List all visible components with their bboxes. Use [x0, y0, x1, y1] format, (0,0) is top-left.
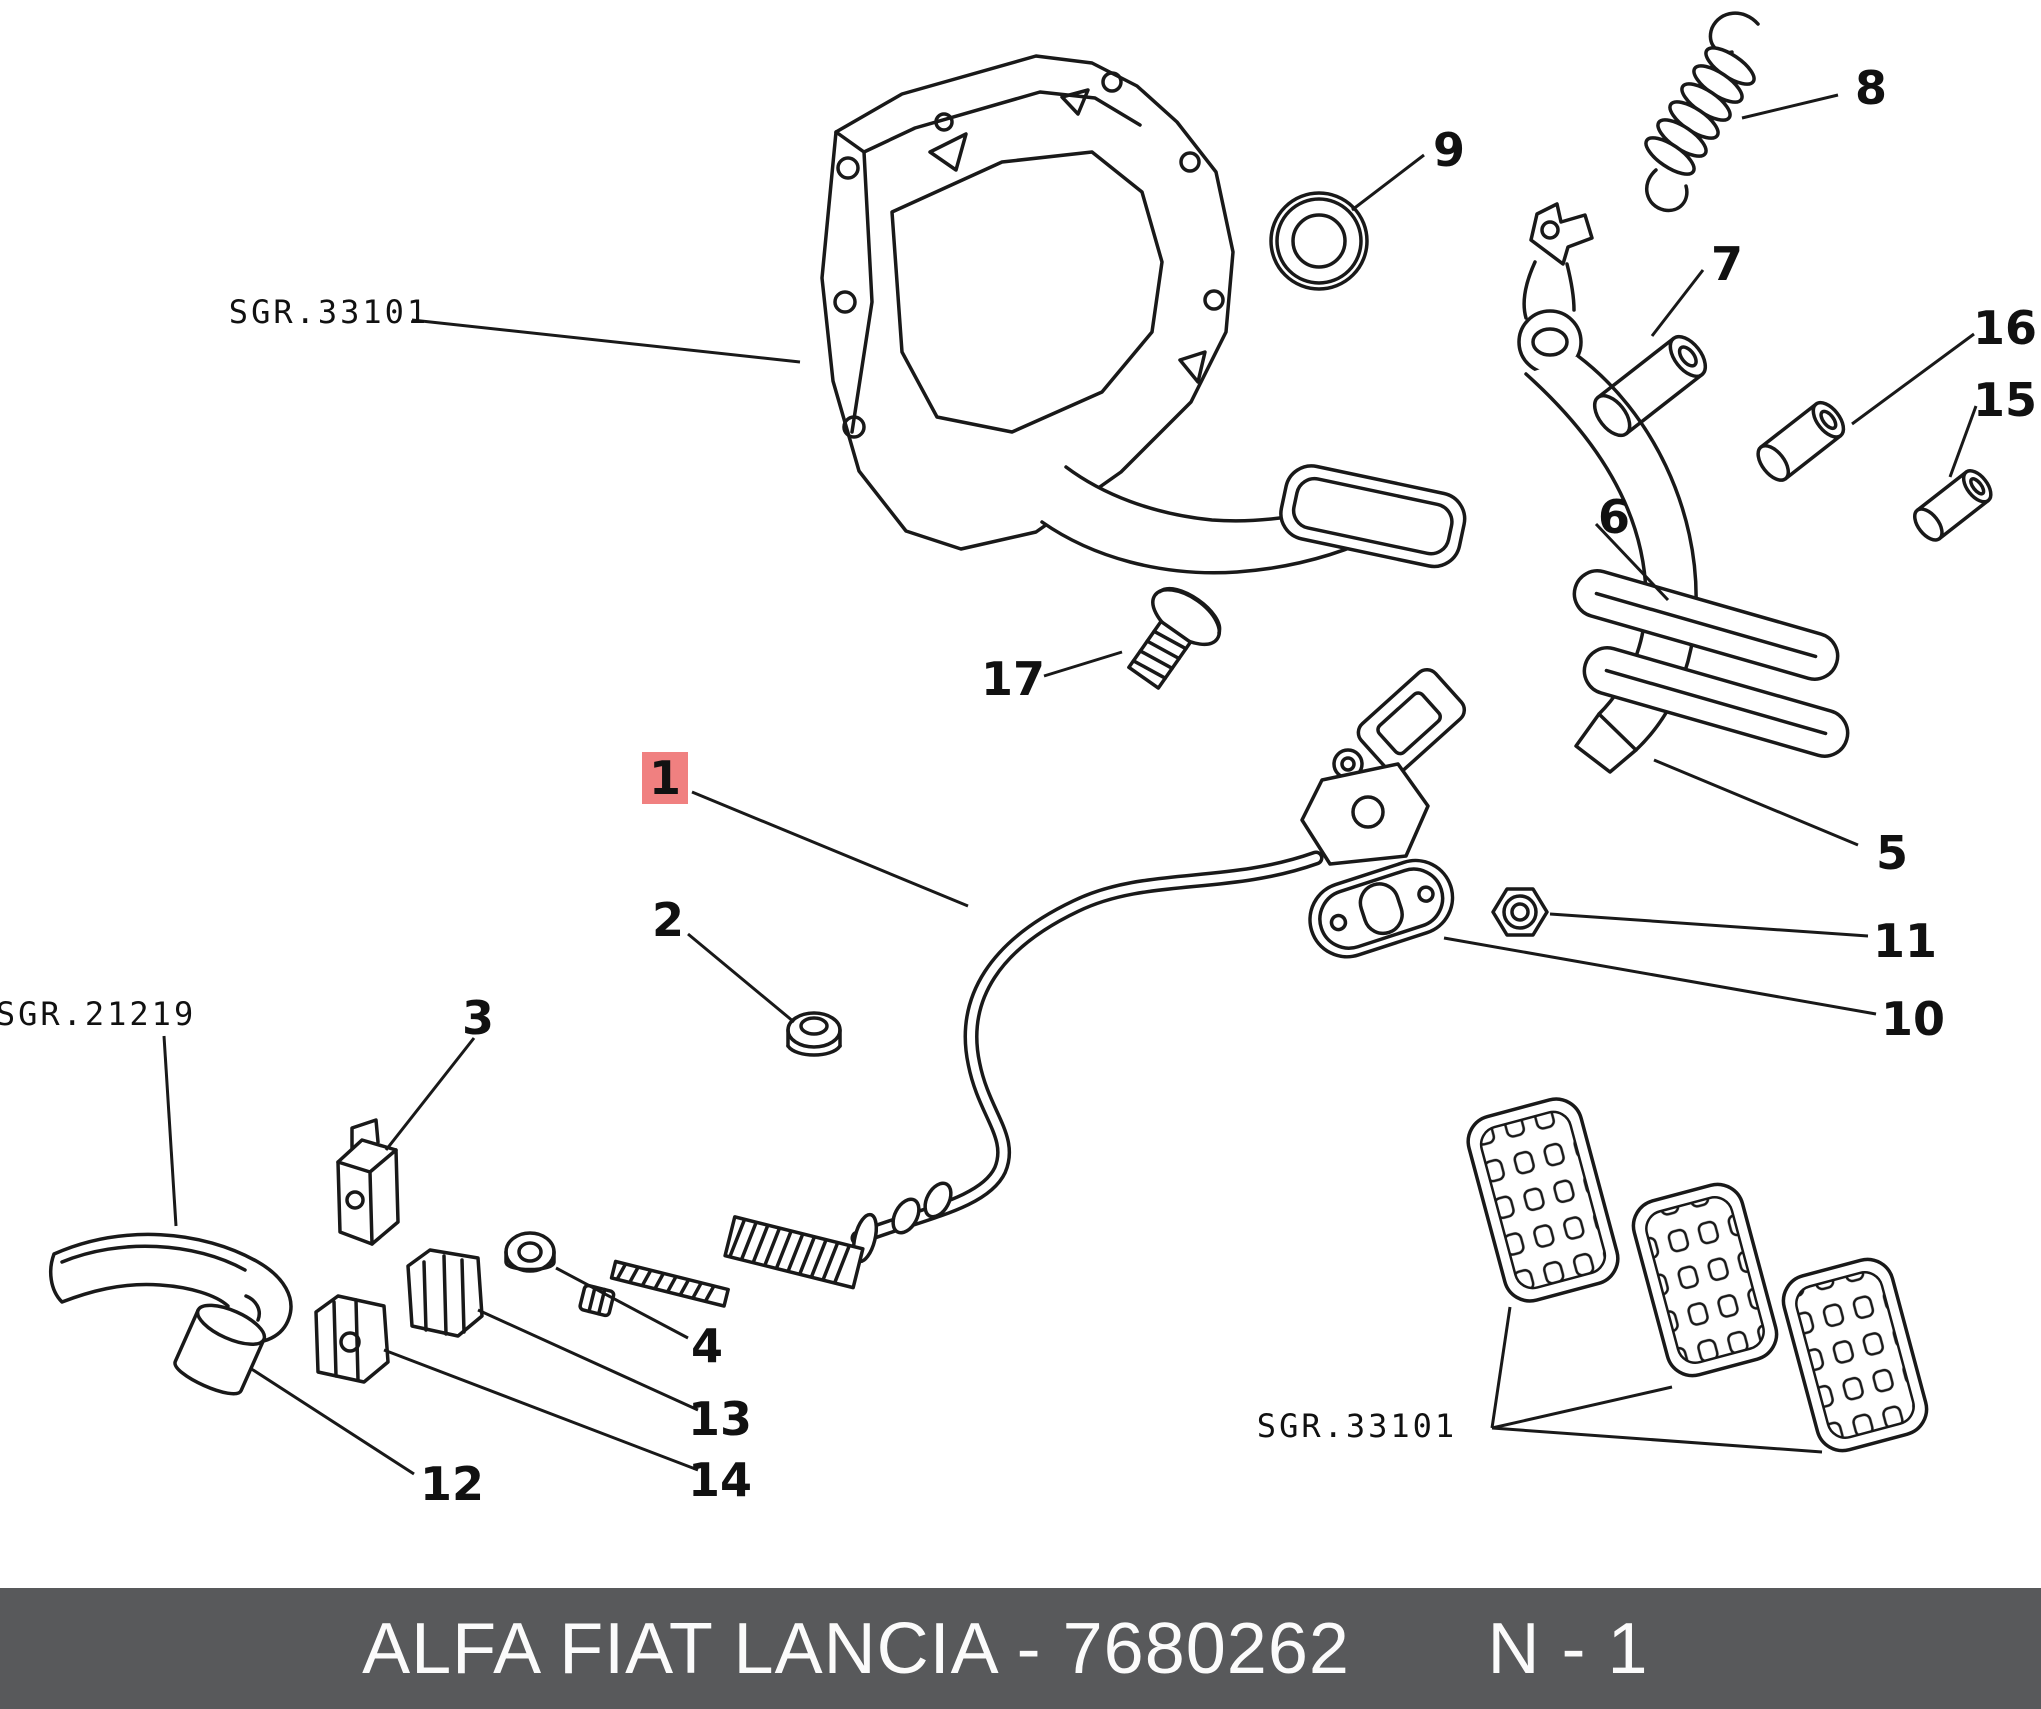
exploded-parts-diagram: SGR.33101 SGR.21219 SGR.33101 1 2 3 4 5 …	[0, 11, 2037, 1511]
leader-9	[1351, 153, 1425, 212]
sgr-ref-top: SGR.33101	[229, 293, 429, 331]
screw-part	[1127, 587, 1222, 690]
bushing-16-part	[1756, 400, 1846, 482]
caption-page-number: N - 1	[1487, 1608, 1649, 1689]
leader-16	[1851, 332, 1975, 426]
clip-13-part	[406, 1248, 484, 1338]
callout-17: 17	[981, 652, 1045, 706]
callout-10: 10	[1881, 992, 1945, 1046]
caption-bar: ALFA FIAT LANCIA - 7680262 N - 1	[0, 1588, 2041, 1709]
callout-13: 13	[688, 1392, 752, 1446]
leader-14	[383, 1348, 699, 1472]
leader-12	[249, 1366, 415, 1476]
leader-11	[1549, 912, 1869, 938]
pedal-rubber-pads-part	[1466, 1097, 1929, 1453]
bracket-pedal-arm-part	[1040, 464, 1467, 575]
callout-7: 7	[1711, 237, 1743, 291]
cap-12-part	[173, 1303, 267, 1396]
clip-3-part	[336, 1118, 400, 1246]
leader-10	[1443, 936, 1877, 1016]
callout-16: 16	[1973, 301, 2037, 355]
leader-pad-a	[1490, 1306, 1512, 1429]
leader-pad-b	[1491, 1385, 1673, 1430]
leader-13	[477, 1308, 699, 1412]
leader-4	[555, 1266, 689, 1340]
callout-1-highlight	[642, 752, 688, 804]
callout-1: 1	[649, 751, 681, 805]
leader-17	[1043, 650, 1123, 678]
callout-12: 12	[420, 1457, 484, 1511]
callout-4: 4	[691, 1319, 723, 1373]
washer-4-part	[504, 1231, 556, 1273]
pedal-pad-part	[1572, 569, 1850, 758]
diagram-labels: SGR.33101 SGR.21219 SGR.33101 1 2 3 4 5 …	[0, 61, 2037, 1511]
bushing-15-part	[1913, 469, 1993, 542]
leader-6	[1594, 522, 1670, 602]
callout-11: 11	[1873, 914, 1937, 968]
callout-2: 2	[652, 893, 684, 947]
clip-14-part	[314, 1294, 390, 1384]
return-spring-part	[1644, 11, 1760, 213]
leader-pad-c	[1491, 1426, 1823, 1454]
pivot-pin-part	[1592, 334, 1708, 438]
leader-sgr-top	[411, 318, 801, 364]
leader-sgr-left	[162, 1035, 178, 1227]
callout-15: 15	[1973, 373, 2037, 427]
pedal-bracket-part	[820, 54, 1235, 551]
callout-8: 8	[1855, 61, 1887, 115]
clutch-cable-part	[578, 667, 1467, 1318]
leader-8	[1741, 93, 1839, 120]
callout-9: 9	[1433, 123, 1465, 177]
callout-5: 5	[1876, 826, 1908, 880]
adjuster-nut-part	[786, 1011, 842, 1057]
leader-5	[1653, 758, 1859, 847]
leader-1	[691, 790, 969, 908]
callout-6: 6	[1598, 490, 1630, 544]
caption-title: ALFA FIAT LANCIA - 7680262	[362, 1608, 1350, 1689]
callout-14: 14	[688, 1453, 752, 1507]
grommet-part	[1269, 191, 1369, 291]
sgr-ref-left: SGR.21219	[0, 995, 196, 1033]
sgr-ref-bottom: SGR.33101	[1257, 1407, 1457, 1445]
mounting-plate-part	[1308, 858, 1455, 959]
nut-11-part	[1491, 887, 1549, 937]
leader-3	[384, 1037, 476, 1151]
leader-7	[1650, 269, 1705, 337]
callout-3: 3	[462, 991, 494, 1045]
leader-lines	[162, 93, 1978, 1476]
leader-15	[1948, 405, 1978, 478]
leader-2	[687, 932, 795, 1024]
clutch-pedal-part	[1517, 202, 1698, 774]
